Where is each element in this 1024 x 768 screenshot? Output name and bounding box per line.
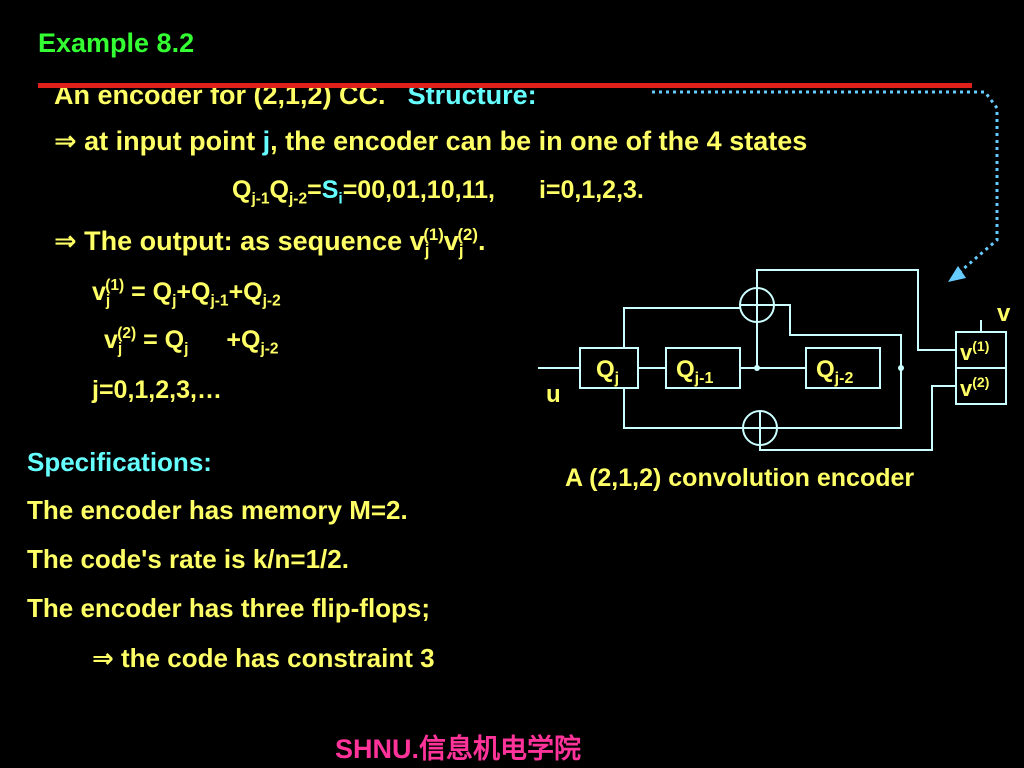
output-line: ⇒ The output: as sequence vj(1)vj(2). — [54, 224, 486, 260]
input-u-label: u — [546, 381, 561, 408]
wire-v1-out — [756, 269, 956, 351]
tap-qj-bottom — [623, 388, 743, 429]
implies-icon: ⇒ — [54, 126, 77, 156]
equation-v2: vj(2) = Qj+Qj-2 — [104, 325, 279, 358]
input-point-j: j — [262, 126, 271, 156]
specifications-heading: Specifications: — [27, 447, 212, 477]
tap-qj-top — [623, 307, 740, 348]
register-qj2-label: Qj-2 — [816, 356, 853, 387]
implies-icon: ⇒ — [92, 643, 114, 673]
tap-qj2-top — [774, 304, 902, 368]
structure-pointer-line — [652, 90, 999, 278]
spec-line: The encoder has memory M=2. — [27, 495, 408, 525]
output-v-label: v — [997, 300, 1011, 327]
equation-v1: vj(1) = Qj+Qj-1+Qj-2 — [92, 277, 281, 310]
footer-text: SHNU.信息机电学院 — [335, 734, 582, 764]
junction-dot — [754, 365, 760, 371]
register-qj1-label: Qj-1 — [676, 356, 713, 387]
implies-icon: ⇒ — [54, 226, 77, 256]
junction-dot — [898, 365, 904, 371]
spec-conclusion: ⇒ the code has constraint 3 — [92, 643, 435, 673]
diagram-caption: A (2,1,2) convolution encoder — [565, 464, 915, 492]
state-line: ⇒ at input point j, the encoder can be i… — [54, 126, 808, 156]
tap-qj2-bottom — [777, 368, 902, 429]
wire-v2-out — [759, 385, 956, 451]
output-v2-label: v(2) — [960, 374, 989, 401]
pointer-arrowhead-icon — [948, 266, 966, 282]
j-index-line: j=0,1,2,3,… — [92, 376, 222, 404]
slide-title: Example 8.2 — [38, 28, 195, 58]
spec-line: The code's rate is k/n=1/2. — [27, 544, 349, 574]
states-equation: Qj-1Qj-2=Si=00,01,10,11,i=0,1,2,3. — [232, 176, 644, 208]
register-qj-label: Qj — [596, 356, 619, 387]
title-underline — [38, 83, 972, 88]
output-v1-label: v(1) — [960, 338, 989, 365]
spec-line: The encoder has three flip-flops; — [27, 593, 431, 623]
